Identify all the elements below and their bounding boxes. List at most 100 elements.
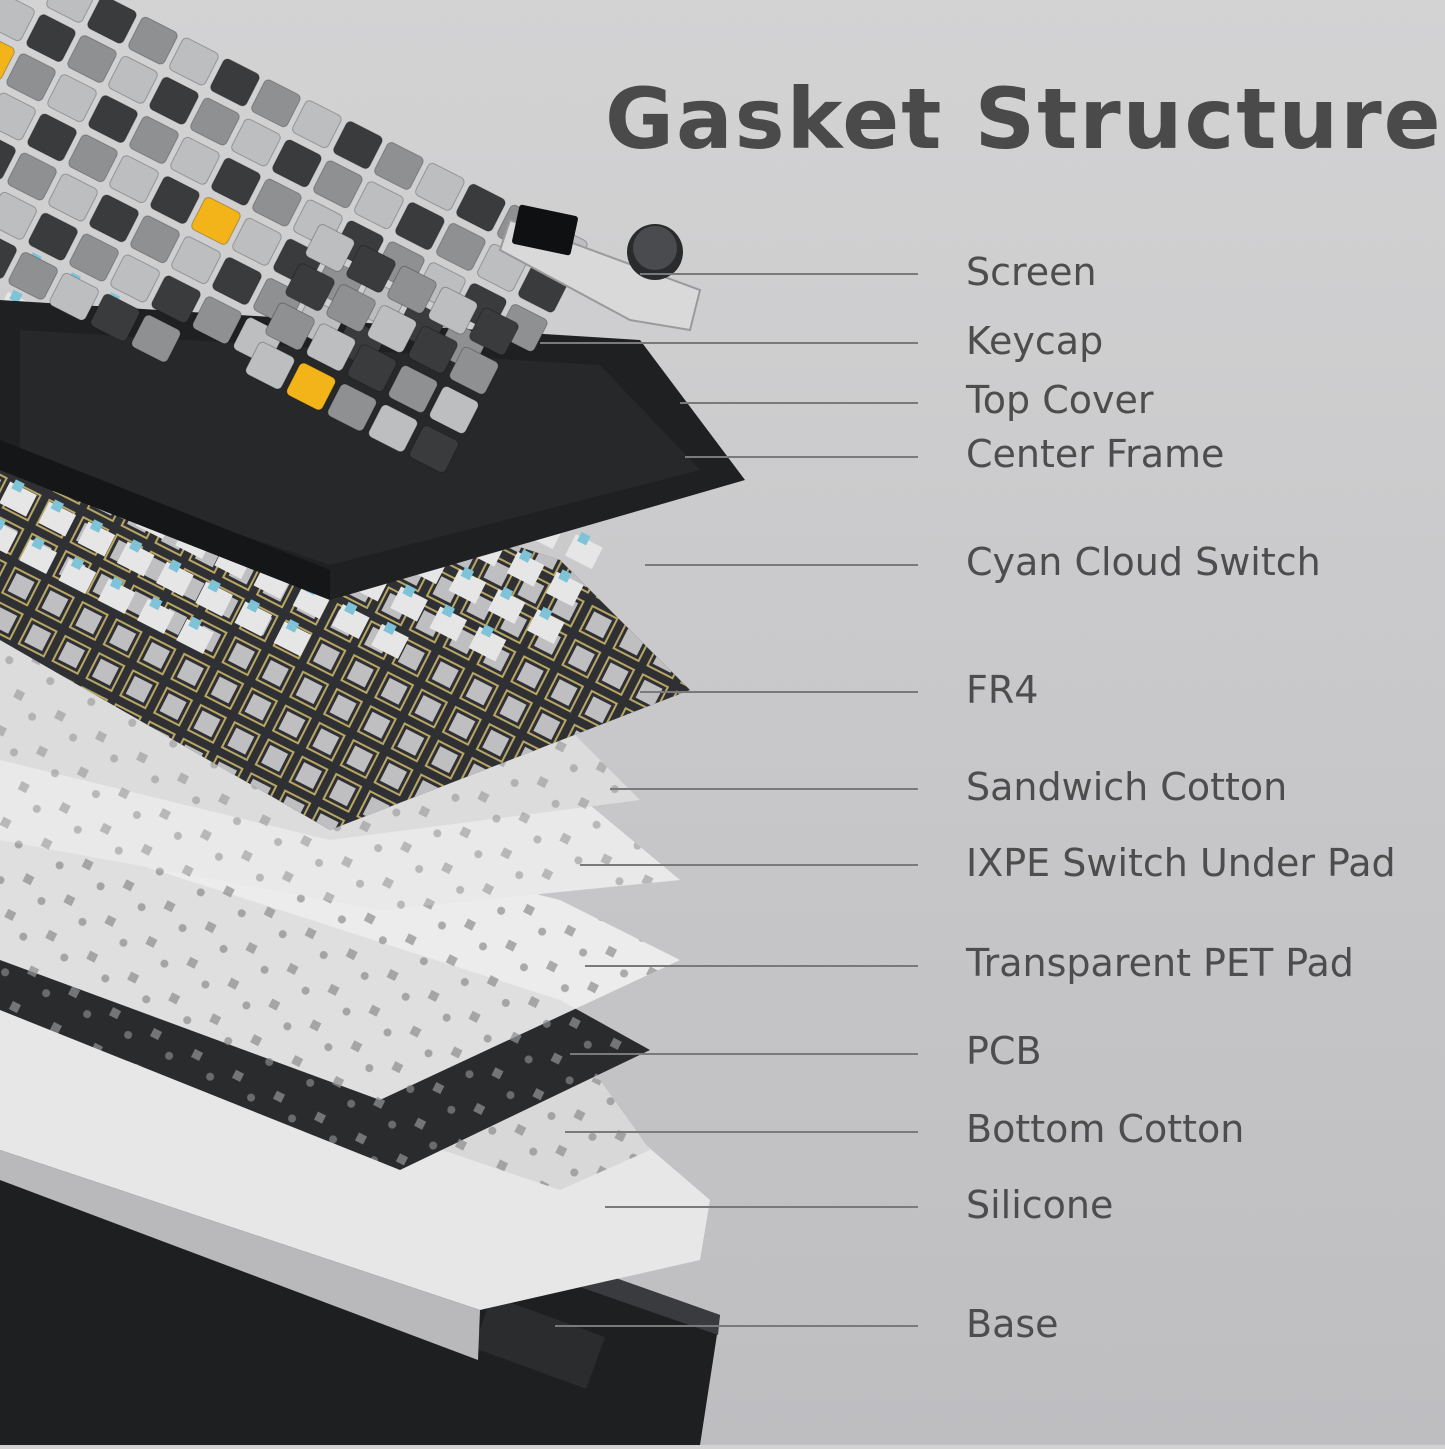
keycap bbox=[110, 254, 160, 303]
keycap bbox=[46, 0, 96, 23]
keycap bbox=[6, 53, 56, 102]
label-screen: Screen bbox=[966, 250, 1097, 294]
keycap bbox=[47, 74, 97, 123]
label-sandwich-cotton: Sandwich Cotton bbox=[966, 765, 1288, 809]
keycap bbox=[171, 236, 221, 285]
keycap bbox=[347, 344, 397, 393]
label-fr4: FR4 bbox=[966, 668, 1039, 712]
keycap bbox=[333, 121, 383, 169]
keycap bbox=[151, 275, 201, 324]
keycap bbox=[131, 314, 181, 363]
switch bbox=[58, 556, 97, 594]
keycap bbox=[130, 215, 180, 264]
keycap-array bbox=[0, 0, 588, 474]
switch bbox=[77, 519, 116, 557]
keycap bbox=[128, 16, 178, 65]
keycap bbox=[0, 231, 17, 279]
center-frame-layer bbox=[0, 300, 745, 600]
switch bbox=[116, 539, 155, 577]
keycap bbox=[211, 157, 261, 206]
switch bbox=[97, 576, 136, 614]
keycap bbox=[8, 251, 58, 300]
keycap bbox=[286, 362, 336, 411]
keycap bbox=[0, 92, 36, 141]
keycap bbox=[436, 223, 486, 271]
keycap bbox=[109, 155, 159, 204]
keycap bbox=[346, 244, 396, 293]
switch bbox=[331, 601, 370, 639]
label-keycap: Keycap bbox=[966, 319, 1104, 363]
keycap bbox=[7, 152, 57, 201]
keycap bbox=[49, 272, 99, 321]
label-pet-pad: Transparent PET Pad bbox=[966, 941, 1354, 985]
keycap bbox=[327, 383, 377, 432]
keycap bbox=[368, 404, 418, 453]
switch bbox=[506, 549, 545, 587]
keycap bbox=[69, 233, 119, 282]
label-silicone: Silicone bbox=[966, 1183, 1114, 1227]
keycap bbox=[48, 173, 98, 222]
switch bbox=[448, 566, 487, 605]
keycap bbox=[212, 257, 262, 305]
switch bbox=[565, 531, 603, 570]
keycap bbox=[429, 386, 479, 434]
label-ixpe-pad: IXPE Switch Under Pad bbox=[966, 841, 1396, 885]
keycap bbox=[0, 0, 35, 42]
keycap bbox=[408, 325, 458, 374]
keycap bbox=[88, 95, 138, 143]
keycap bbox=[409, 425, 459, 474]
switch bbox=[429, 604, 468, 642]
keycap bbox=[387, 265, 437, 314]
keycap bbox=[313, 160, 363, 209]
switch bbox=[371, 621, 409, 659]
keycap bbox=[251, 79, 301, 128]
switch bbox=[137, 596, 175, 634]
keycap bbox=[0, 131, 16, 180]
switch bbox=[0, 516, 18, 554]
keycap bbox=[326, 284, 376, 332]
switch bbox=[526, 606, 565, 645]
screen-module bbox=[498, 204, 702, 332]
keycap bbox=[388, 365, 438, 413]
keycap bbox=[231, 118, 281, 167]
keycap bbox=[26, 14, 76, 62]
keycap bbox=[129, 116, 179, 164]
label-bottom-cotton: Bottom Cotton bbox=[966, 1107, 1245, 1151]
switch bbox=[487, 586, 526, 625]
keycap bbox=[108, 55, 158, 104]
diagram-title: Gasket Structure bbox=[605, 70, 1443, 168]
keycap bbox=[0, 191, 37, 240]
keycap bbox=[87, 0, 137, 44]
keycap bbox=[292, 100, 342, 149]
keycap bbox=[191, 197, 241, 245]
keycap bbox=[374, 142, 424, 190]
keycap bbox=[415, 162, 465, 211]
label-switch: Cyan Cloud Switch bbox=[966, 540, 1321, 584]
switch bbox=[176, 616, 214, 654]
keycap bbox=[272, 139, 322, 188]
keycap bbox=[305, 224, 355, 272]
label-center-frame: Center Frame bbox=[966, 432, 1225, 476]
switch bbox=[468, 624, 507, 662]
keycap bbox=[306, 323, 356, 372]
keycap bbox=[395, 202, 445, 250]
label-base: Base bbox=[966, 1302, 1059, 1346]
keycap bbox=[469, 307, 519, 356]
keycap bbox=[149, 76, 199, 125]
keycap bbox=[28, 212, 78, 261]
switch bbox=[273, 619, 312, 657]
label-pcb: PCB bbox=[966, 1029, 1042, 1073]
leader-lines bbox=[540, 273, 918, 1327]
keycap bbox=[265, 302, 315, 351]
switch bbox=[234, 599, 273, 637]
switch bbox=[545, 569, 584, 607]
keycap bbox=[68, 134, 118, 183]
label-top-cover: Top Cover bbox=[966, 378, 1154, 422]
switch bbox=[0, 479, 37, 517]
keycap bbox=[245, 341, 295, 390]
switch bbox=[156, 559, 194, 597]
keycap bbox=[169, 37, 219, 86]
keycap bbox=[354, 181, 404, 230]
